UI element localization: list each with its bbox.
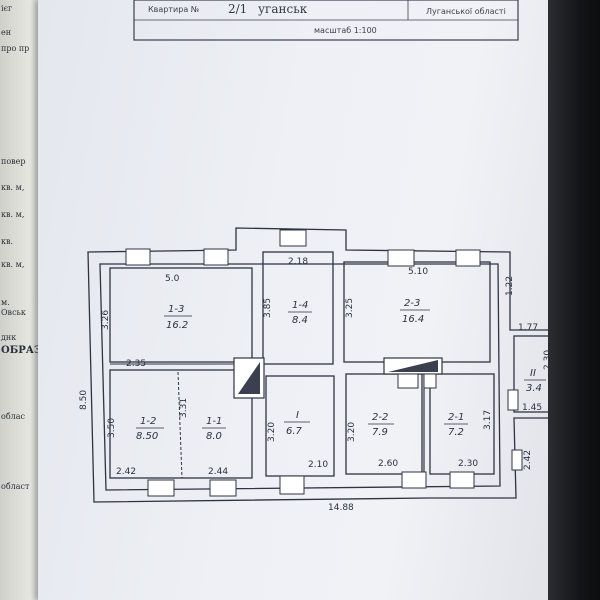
dim-I-height: 3.20 (267, 422, 277, 442)
plan-sheet: Квартира № 2/1 уганськ Луганської област… (38, 0, 570, 600)
room-1-4-outline (262, 251, 334, 365)
dim-1-4-height: 3.85 (263, 298, 273, 318)
margin-fragment: ен (1, 28, 12, 37)
room-2-3-area: 16.4 (402, 314, 424, 325)
room-1-4-area: 8.4 (292, 315, 308, 326)
apartment-value: 2/1 (228, 2, 247, 16)
room-1-2-number: 1-2 (140, 416, 156, 427)
room-1-1-area: 8.0 (206, 431, 222, 442)
room-1-2-area: 8.50 (136, 431, 158, 442)
dim-I-width: 2.10 (308, 460, 328, 470)
margin-fragment: днк (1, 333, 17, 342)
room-II-number: II (530, 368, 536, 379)
dim-total-width: 14.88 (328, 503, 354, 513)
scale-label: масштаб 1:100 (314, 26, 377, 35)
margin-fragment: кв. м, (1, 210, 25, 219)
margin-fragment: кв. м, (1, 183, 25, 192)
dim-1-3-height: 3.26 (101, 310, 111, 330)
dim-total-height: 8.50 (79, 390, 89, 410)
dim-2-2-height: 3.20 (347, 422, 357, 442)
stove-icon (233, 357, 265, 399)
room-I-area: 6.7 (286, 426, 303, 437)
dim-1-1-width: 2.44 (208, 467, 228, 477)
dim-2-2-width: 2.60 (378, 459, 398, 469)
margin-fragment: про пр (1, 44, 30, 53)
partition-1-2-1-1 (177, 371, 183, 479)
city-name: уганськ (258, 2, 308, 16)
dim-1-2-width: 2.42 (116, 467, 136, 477)
dim-II-width: 1.77 (518, 323, 538, 333)
margin-fragment: облас (1, 412, 25, 421)
room-1-2-1-1-outline (109, 369, 253, 479)
windows (125, 229, 523, 497)
room-labels: 1-3 16.2 1-4 8.4 2-3 16.4 1-2 8.50 1-1 8… (136, 298, 546, 442)
dim-1-4-width: 2.18 (288, 257, 308, 267)
margin-fragment: м. (1, 298, 10, 307)
room-2-2-number: 2-2 (372, 412, 388, 423)
stove-icon (383, 357, 443, 389)
margin-fragment: Овськ (1, 308, 26, 317)
region-name: Луганської області (426, 7, 506, 16)
header-stamp: Квартира № 2/1 уганськ Луганської област… (133, 0, 519, 41)
inner-wall (99, 263, 501, 491)
room-1-3-number: 1-3 (168, 304, 184, 315)
outer-wall (87, 227, 569, 503)
margin-fragment: ОБРАЗ (1, 345, 42, 356)
dim-1-2-height: 3.50 (107, 418, 117, 438)
dim-2-1-width: 2.30 (458, 459, 478, 469)
margin-fragment: повер (1, 157, 26, 166)
margin-fragment: кв. м, (1, 260, 25, 269)
room-1-3-outline (109, 267, 253, 363)
background-edge (548, 0, 600, 600)
dim-right-wing: 2.42 (523, 450, 533, 470)
dim-2-3-height: 3.25 (345, 298, 355, 318)
dim-2-1-height: 3.17 (483, 410, 493, 430)
margin-fragment: област (1, 482, 30, 491)
margin-fragment: кв. (1, 237, 14, 246)
margin-fragment: ієг (1, 4, 13, 13)
dim-right-offset: 1.22 (505, 276, 515, 296)
room-I-number: I (296, 410, 299, 421)
floor-plan: Квартира № 2/1 уганськ Луганської област… (79, 0, 569, 513)
room-1-3-area: 16.2 (166, 320, 188, 331)
room-2-2-area: 7.9 (372, 427, 388, 438)
room-2-3-outline (343, 261, 491, 363)
room-2-1-area: 7.2 (448, 427, 464, 438)
dim-1-1-height: 3.31 (179, 398, 189, 418)
apartment-label: Квартира № (148, 5, 200, 14)
dim-II-extra: 1.45 (522, 403, 542, 413)
adjacent-page: ієг ен про пр повер кв. м, кв. м, кв. кв… (0, 0, 44, 600)
room-II-area: 3.4 (526, 383, 542, 394)
room-1-4-number: 1-4 (292, 300, 308, 311)
room-2-3-number: 2-3 (404, 298, 420, 309)
dim-partition: 2.35 (126, 359, 146, 369)
room-2-1-number: 2-1 (448, 412, 464, 423)
dim-1-3-width: 5.0 (165, 274, 180, 284)
dim-2-3-width: 5.10 (408, 267, 428, 277)
room-1-1-number: 1-1 (206, 416, 222, 427)
